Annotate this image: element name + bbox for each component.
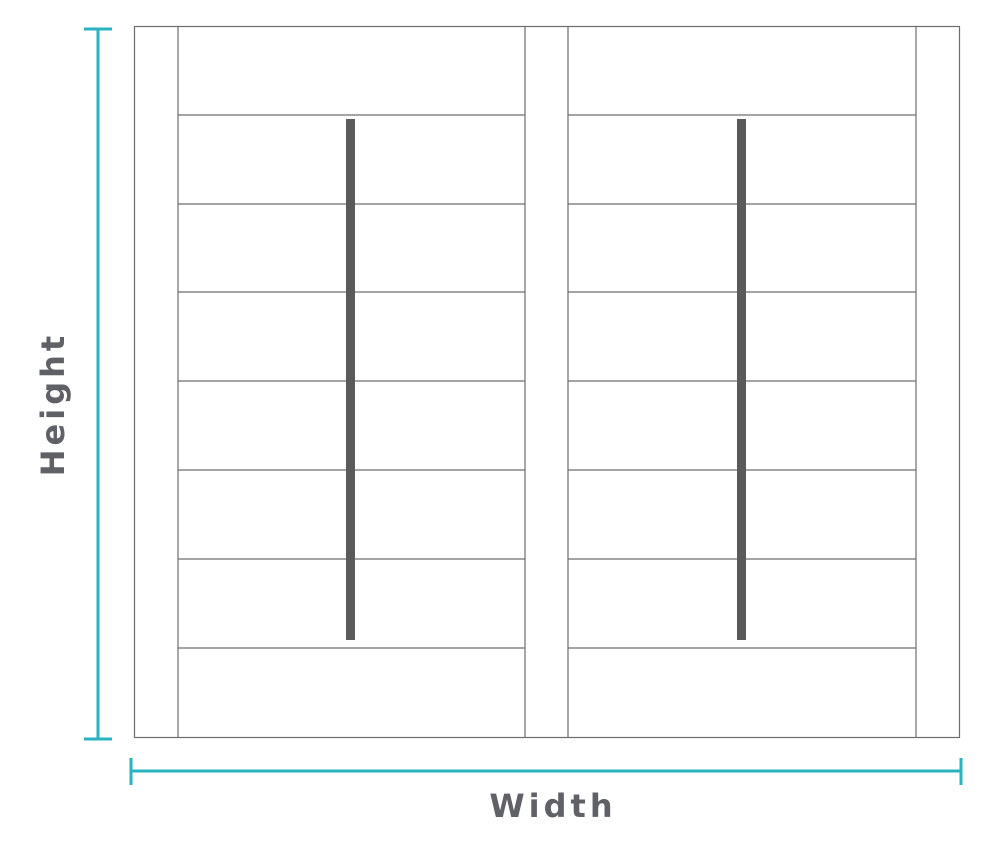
left-panel-tilt-rod: [346, 119, 355, 640]
outer-frame: [133, 25, 961, 739]
right-panel-tilt-rod: [737, 119, 746, 640]
width-label: Width: [489, 787, 617, 825]
height-dimension-line: [84, 27, 112, 741]
width-dimension-line: [129, 758, 963, 785]
height-label: Height: [34, 331, 72, 477]
panel-stiles: [177, 26, 917, 738]
